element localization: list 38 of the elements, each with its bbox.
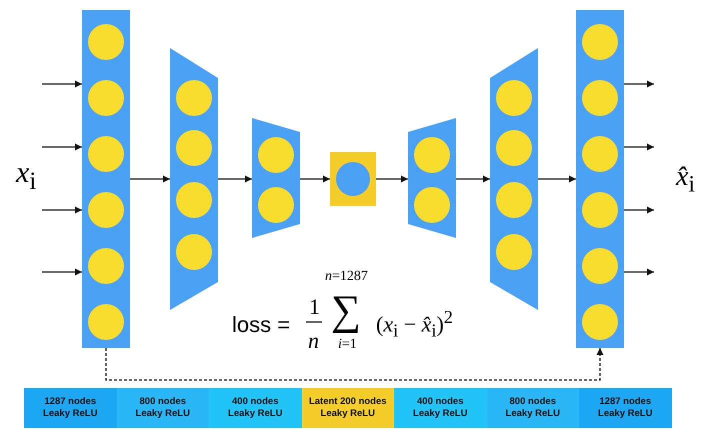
layer-info-cell: 400 nodes Leaky ReLU [209,388,302,428]
arrow [218,176,252,182]
layer-info-cell: 800 nodes Leaky ReLU [116,388,209,428]
arrow [538,176,576,182]
layer-info-cell: 400 nodes Leaky ReLU [394,388,486,428]
arrow [42,144,82,150]
arrow [300,176,330,182]
arrow [624,144,654,150]
formula-text: n [308,330,319,352]
output-layer [576,10,624,348]
formula-text: i=1 [338,338,357,352]
arrow [624,80,654,88]
arrow [456,176,490,182]
arrow [130,176,170,182]
layer-info-cell: Latent 200 nodes Leaky ReLU [302,388,394,428]
formula-text: 1 [309,296,320,318]
summation-symbol: ∑ [331,290,361,332]
latent-layer [330,152,376,206]
formula-text: loss = [232,314,290,336]
layer-info-cell: 1287 nodes Leaky ReLU [24,388,116,428]
input-symbol: x$_{i}$ [16,158,36,194]
layer-info-cell: 800 nodes Leaky ReLU [486,388,579,428]
output-symbol: x̂$_{i}$ [676,163,695,197]
encoder-layer [170,48,218,310]
layer-info-cell: 1287 nodes Leaky ReLU [579,388,672,428]
arrow [376,176,408,182]
arrow [42,80,82,88]
dashed-arrow [105,348,604,381]
arrow [624,268,654,276]
formula-text: n=1287 [325,270,368,284]
decoder-layer [490,48,538,310]
arrow [624,206,654,214]
formula-text: (x$_{i}$ − x̂$_{i}$)$^{2}$ [376,308,453,340]
encoder-layer [252,118,300,238]
input-layer [82,10,130,348]
decoder-layer [408,118,456,238]
arrow [42,206,82,214]
arrow [42,268,82,276]
